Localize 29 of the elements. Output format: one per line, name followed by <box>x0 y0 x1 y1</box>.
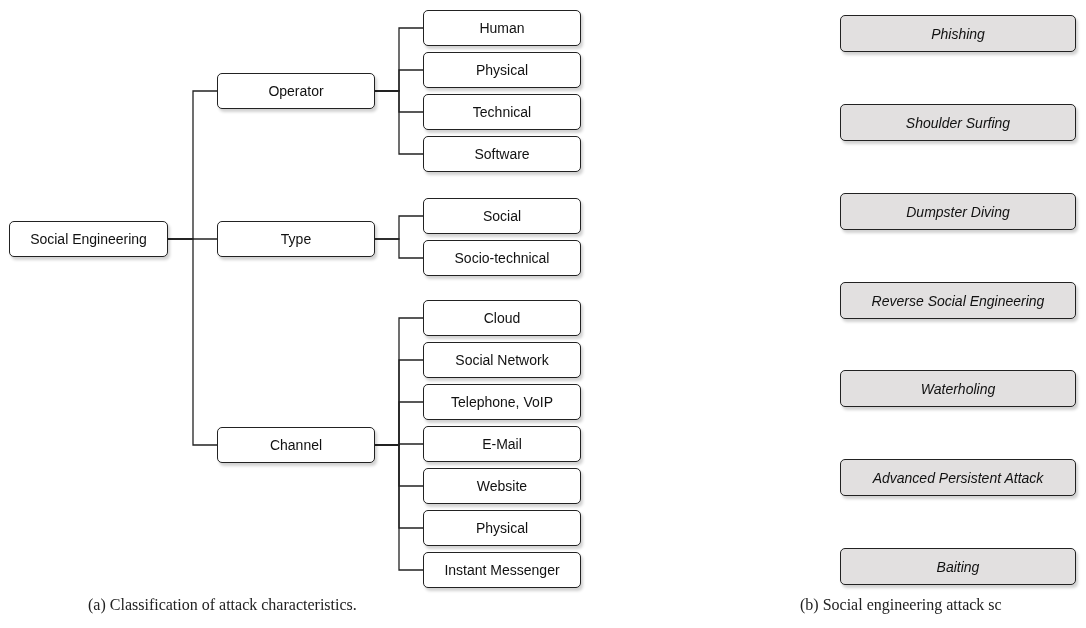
category-box: Socio-technical <box>423 240 581 276</box>
category-box: Software <box>423 136 581 172</box>
category-box: Website <box>423 468 581 504</box>
category-box: Channel <box>217 427 375 463</box>
category-box: Social Engineering <box>9 221 168 257</box>
category-box: Social <box>423 198 581 234</box>
category-box: Telephone, VoIP <box>423 384 581 420</box>
category-box: Operator <box>217 73 375 109</box>
attack-scenario-box: Baiting <box>840 548 1076 585</box>
connector-line <box>167 238 218 446</box>
attack-scenario-box: Advanced Persistent Attack <box>840 459 1076 496</box>
category-box: Technical <box>423 94 581 130</box>
connector-line <box>374 90 424 155</box>
attack-scenario-box: Shoulder Surfing <box>840 104 1076 141</box>
attack-scenario-box: Reverse Social Engineering <box>840 282 1076 319</box>
connector-line <box>374 238 424 259</box>
attack-scenario-box: Phishing <box>840 15 1076 52</box>
category-box: Physical <box>423 510 581 546</box>
category-box: Social Network <box>423 342 581 378</box>
category-box: Instant Messenger <box>423 552 581 588</box>
category-box: E-Mail <box>423 426 581 462</box>
attack-scenario-box: Dumpster Diving <box>840 193 1076 230</box>
category-box: Type <box>217 221 375 257</box>
category-box: Physical <box>423 52 581 88</box>
attack-scenario-box: Waterholing <box>840 370 1076 407</box>
figure-caption: (a) Classification of attack characteristics. <box>88 596 357 614</box>
category-box: Human <box>423 10 581 46</box>
connector-line <box>374 444 424 571</box>
category-box: Cloud <box>423 300 581 336</box>
